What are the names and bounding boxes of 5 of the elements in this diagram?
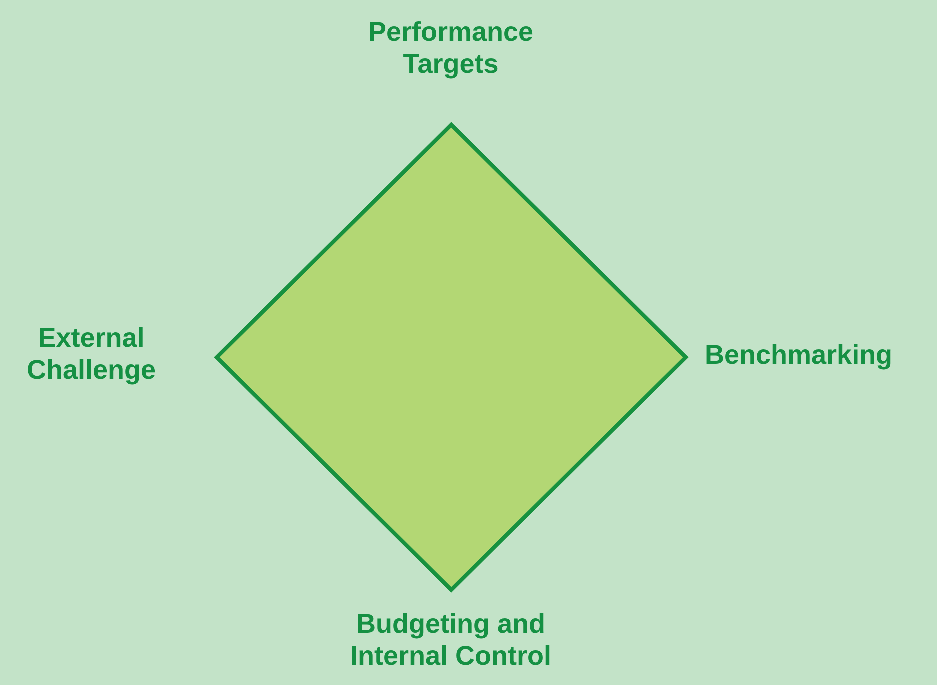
corner-label: Benchmarking [705, 339, 894, 371]
corner-label: Performance Targets [367, 16, 535, 80]
corner-label: Budgeting and Internal Control [350, 608, 552, 672]
diamond-shape [217, 125, 686, 590]
corner-label: External Challenge [26, 322, 158, 386]
